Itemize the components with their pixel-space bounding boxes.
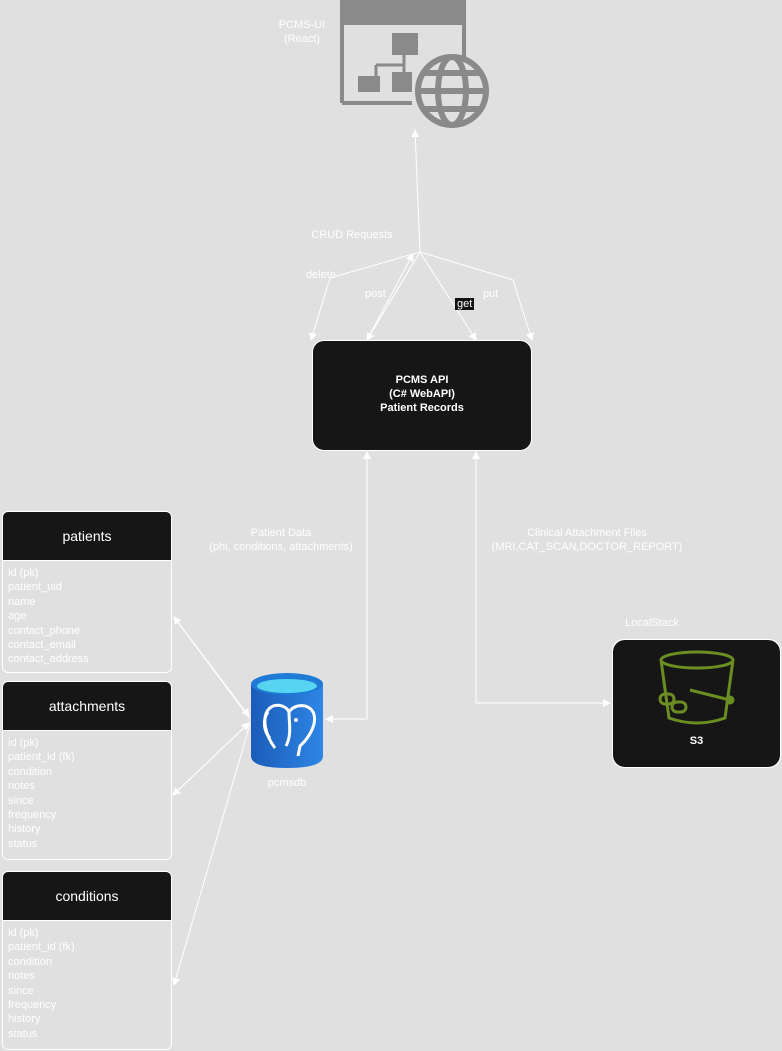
attachment-files-title: Clinical Attachment Files	[527, 527, 647, 539]
field: contact_address	[8, 653, 89, 666]
get-label: get	[455, 297, 475, 311]
crud-connectors	[309, 129, 534, 341]
frontend-title: PCMS-UI	[278, 19, 326, 31]
localstack-label: LocalStack	[625, 617, 679, 629]
s3-node[interactable]	[612, 639, 781, 768]
field: since	[8, 794, 34, 807]
field: contact_email	[8, 639, 76, 652]
s3-label: S3	[689, 735, 704, 747]
table-conditions-name: conditions	[3, 872, 171, 921]
postgresql-icon	[251, 673, 323, 768]
api-text: PCMS API (C# WebAPI) Patient Records	[313, 373, 531, 415]
field: frequency	[8, 999, 57, 1012]
api-node[interactable]: PCMS API (C# WebAPI) Patient Records	[312, 340, 532, 451]
table-conditions[interactable]: conditions id (pk) patient_id (fk) condi…	[2, 871, 172, 1050]
table-attachments-fields: id (pk) patient_id (fk) condition notes …	[3, 731, 171, 851]
field: condition	[8, 765, 53, 778]
field: condition	[8, 955, 53, 968]
db-connector	[325, 451, 371, 723]
table-connectors	[172, 616, 251, 986]
field: history	[8, 823, 41, 836]
attachment-files-label: Clinical Attachment Files (MRI,CAT_SCAN,…	[472, 526, 702, 554]
field: age	[8, 610, 27, 623]
frontend-label: PCMS-UI (React)	[262, 18, 342, 46]
field: frequency	[8, 809, 57, 822]
table-patients-name: patients	[3, 512, 171, 561]
s3-connector	[472, 451, 611, 707]
table-patients-fields: id (pk) patient_uid name age contact_pho…	[3, 561, 171, 667]
field: status	[8, 837, 38, 850]
s3-bucket-icon	[658, 650, 735, 725]
put-label: put	[483, 288, 499, 300]
field: patient_id (fk)	[8, 751, 75, 764]
field: name	[8, 595, 36, 608]
get-label-text: get	[455, 298, 475, 310]
field: patient_id (fk)	[8, 941, 75, 954]
field: history	[8, 1013, 41, 1026]
frontend-subtitle: (React)	[283, 33, 321, 45]
field: notes	[8, 970, 35, 983]
field: id (pk)	[8, 737, 39, 749]
field: status	[8, 1027, 38, 1040]
api-description: Patient Records	[380, 402, 464, 414]
delete-label: delete	[306, 269, 336, 281]
field: id (pk)	[8, 567, 39, 579]
globe-icon	[415, 54, 489, 128]
post-label: post	[365, 288, 386, 300]
database-label: pcmsdb	[267, 777, 307, 789]
patient-data-title: Patient Data	[250, 527, 312, 539]
table-attachments[interactable]: attachments id (pk) patient_id (fk) cond…	[2, 681, 172, 860]
table-conditions-fields: id (pk) patient_id (fk) condition notes …	[3, 921, 171, 1041]
table-attachments-name: attachments	[3, 682, 171, 731]
field: id (pk)	[8, 927, 39, 939]
table-patients[interactable]: patients id (pk) patient_uid name age co…	[2, 511, 172, 673]
field: since	[8, 984, 34, 997]
api-tech: (C# WebAPI)	[389, 388, 455, 400]
patient-data-detail: (phi, conditions, attachments)	[209, 541, 353, 553]
patient-data-label: Patient Data (phi, conditions, attachmen…	[196, 526, 366, 554]
crud-requests-label: CRUD Requests	[311, 229, 393, 241]
web-app-icon	[340, 0, 489, 128]
api-name: PCMS API	[395, 374, 449, 386]
field: patient_uid	[8, 581, 62, 594]
field: notes	[8, 780, 35, 793]
attachment-files-detail: (MRI,CAT_SCAN,DOCTOR_REPORT)	[491, 541, 683, 553]
field: contact_phone	[8, 624, 81, 637]
